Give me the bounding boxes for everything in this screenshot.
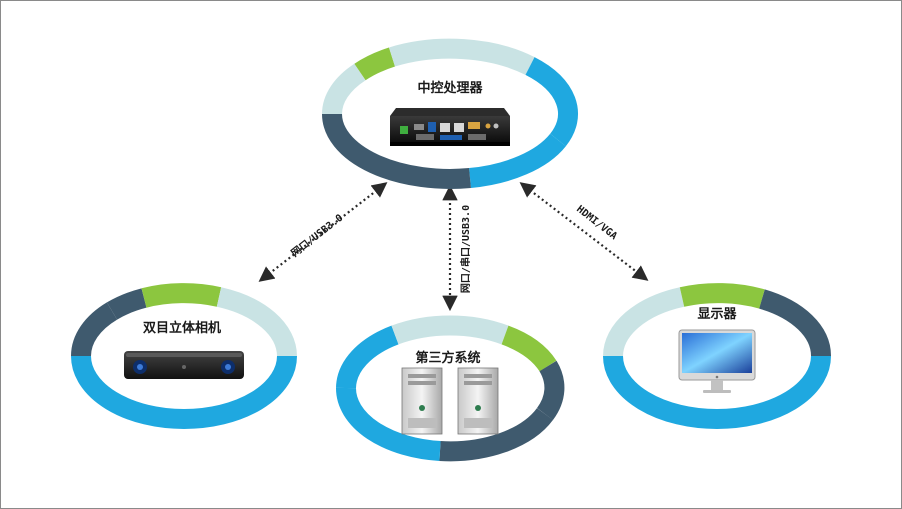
industrial-pc-icon [390,108,510,146]
node-third-party: 第三方系统 [335,315,565,462]
link-display: HDMI/VGA [519,182,649,281]
node-processor: 中控处理器 [322,38,578,189]
third-party-label: 第三方系统 [415,350,480,366]
server-tower-icon [401,367,499,435]
display-label: 显示器 [697,307,737,322]
node-camera: 双目立体相机 [71,283,297,429]
link-third-party-label: 网口/串口/USB3.0 [459,205,472,293]
node-display: 显示器 [603,283,832,429]
monitor-icon [678,329,756,393]
link-third-party: 网口/串口/USB3.0 [442,184,472,312]
camera-label: 双目立体相机 [143,320,221,336]
link-camera: 网口/USB3.0 [258,182,388,282]
link-display-label: HDMI/VGA [574,204,619,242]
stereo-camera-icon [124,351,244,379]
processor-label: 中控处理器 [417,80,483,96]
link-camera-label: 网口/USB3.0 [289,212,345,260]
